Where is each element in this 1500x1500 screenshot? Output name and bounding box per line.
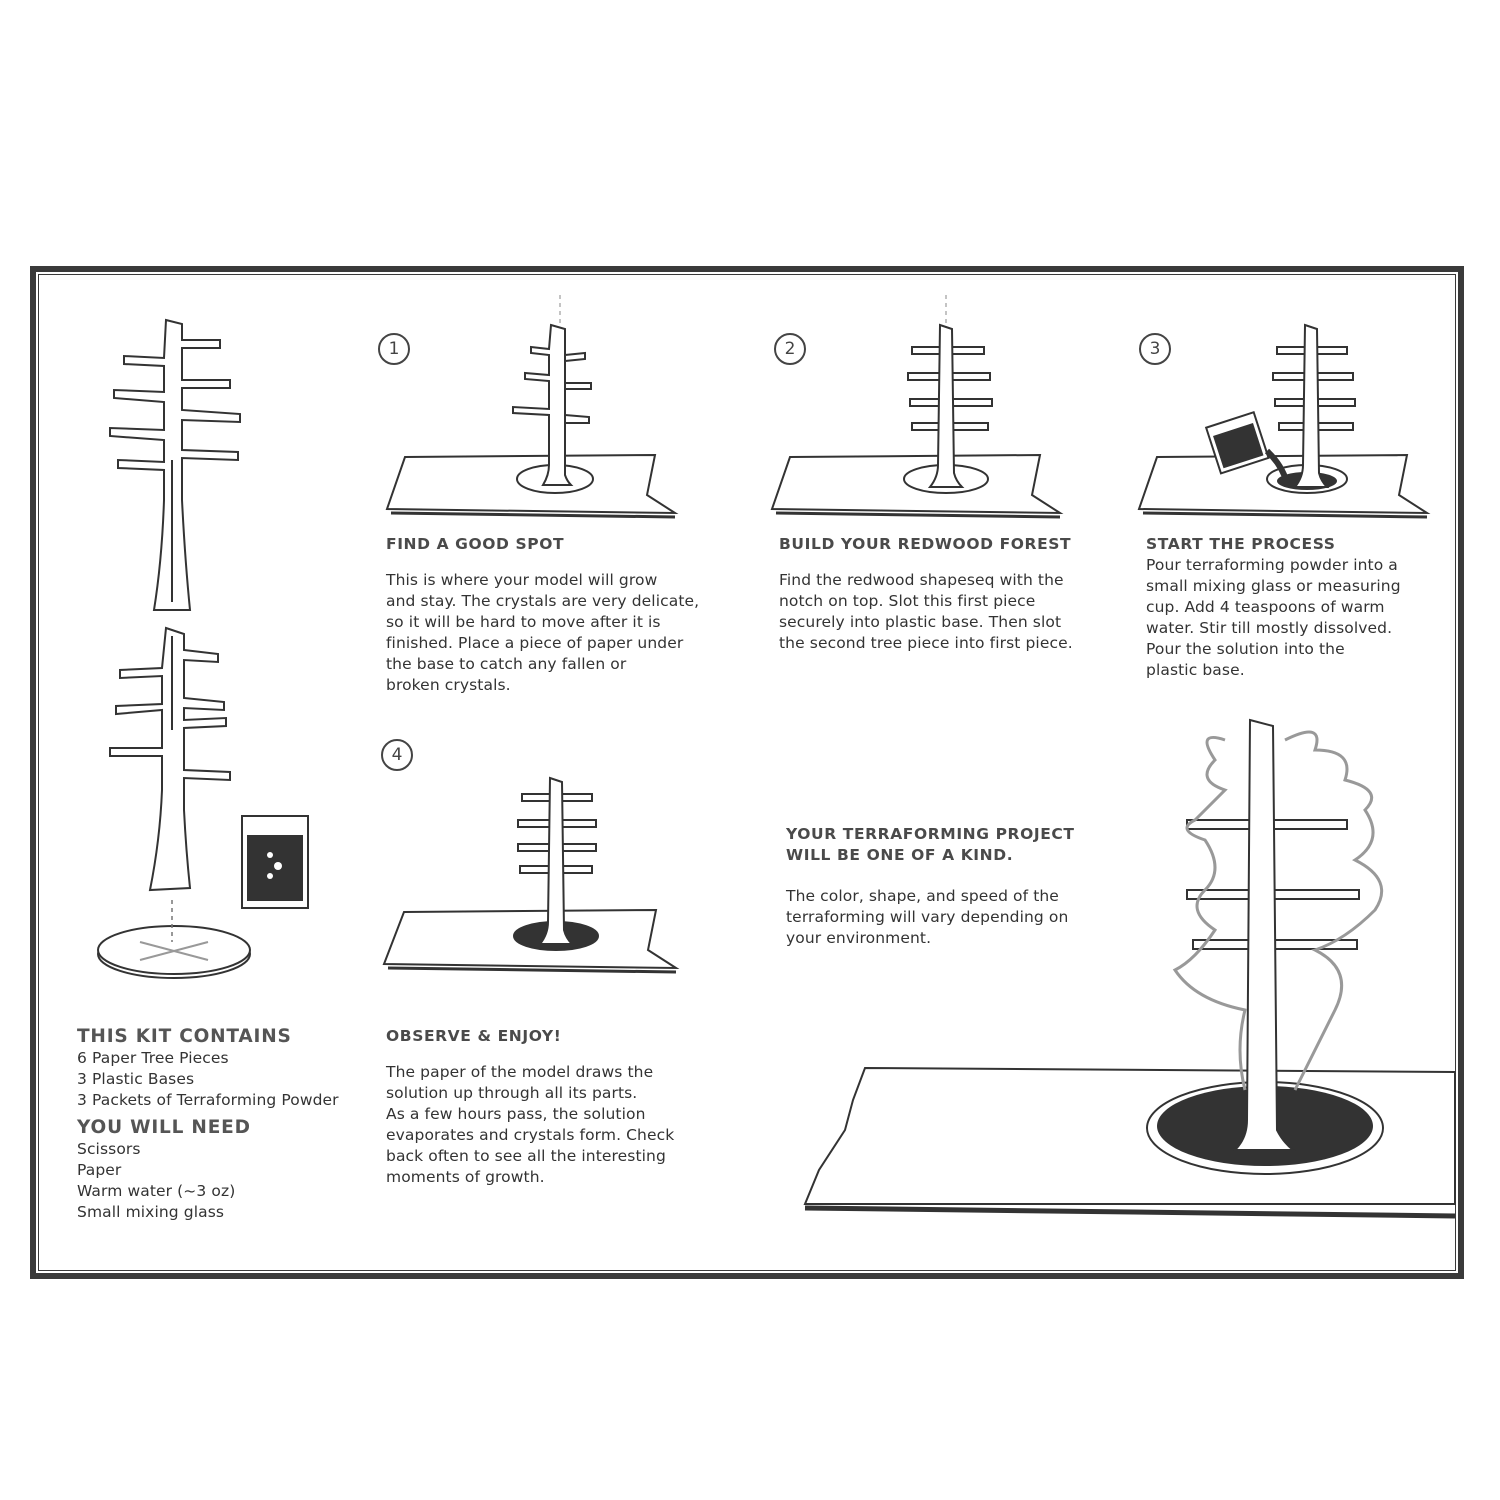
text-line: 3 Plastic Bases	[77, 1070, 195, 1088]
text-line: finished. Place a piece of paper under	[386, 634, 684, 652]
text-line: the base to catch any fallen or	[386, 655, 627, 673]
text-line: solution up through all its parts.	[386, 1084, 638, 1102]
text-line: moments of growth.	[386, 1168, 545, 1186]
step-3-illustration	[1137, 323, 1431, 519]
text-line: Pour the solution into the	[1146, 640, 1345, 658]
page-border	[30, 266, 1464, 1279]
text-line: The color, shape, and speed of the	[786, 887, 1059, 905]
text-line: evaporates and crystals form. Check	[386, 1126, 675, 1144]
text-line: WILL BE ONE OF A KIND.	[786, 846, 1014, 864]
text-line: your environment.	[786, 929, 932, 947]
project-text: YOUR TERRAFORMING PROJECT WILL BE ONE OF …	[786, 824, 1075, 949]
text-line: Pour terraforming powder into a	[1146, 556, 1398, 574]
text-line: Find the redwood shapeseq with the	[779, 571, 1064, 589]
step-3-title: START THE PROCESS	[1146, 535, 1336, 553]
text-line: water. Stir till mostly dissolved.	[1146, 619, 1393, 637]
step-3-number: 3	[1139, 333, 1171, 365]
step-2-body: Find the redwood shapeseq with the notch …	[779, 570, 1073, 654]
step-1-body: This is where your model will grow and st…	[386, 570, 699, 696]
step-4-illustration	[382, 776, 680, 974]
text-line: and stay. The crystals are very delicate…	[386, 592, 700, 610]
step-2-number: 2	[774, 333, 806, 365]
text-line: This is where your model will grow	[386, 571, 658, 589]
step-2-illustration	[770, 295, 1064, 519]
step-1-number: 1	[378, 333, 410, 365]
step-1-text: FIND A GOOD SPOT This is where your mode…	[386, 534, 699, 696]
step-4-number: 4	[381, 739, 413, 771]
text-line: so it will be hard to move after it is	[386, 613, 661, 631]
step-4-text: OBSERVE & ENJOY! The paper of the model …	[386, 1026, 674, 1188]
text-line: cup. Add 4 teaspoons of warm	[1146, 598, 1385, 616]
step-3-text: START THE PROCESS Pour terraforming powd…	[1146, 534, 1401, 681]
text-line: Scissors	[77, 1140, 141, 1158]
text-line: the second tree piece into first piece.	[779, 634, 1073, 652]
text-line: plastic base.	[1146, 661, 1245, 679]
project-title: YOUR TERRAFORMING PROJECT WILL BE ONE OF …	[786, 824, 1075, 866]
text-line: notch on top. Slot this first piece	[779, 592, 1036, 610]
page-inner-border	[38, 274, 1456, 1271]
kit-need-title: YOU WILL NEED	[77, 1117, 251, 1138]
kit-text: THIS KIT CONTAINS 6 Paper Tree Pieces 3 P…	[77, 1026, 339, 1223]
text-line: The paper of the model draws the	[386, 1063, 654, 1081]
text-line: securely into plastic base. Then slot	[779, 613, 1062, 631]
step-4-title: OBSERVE & ENJOY!	[386, 1027, 562, 1045]
kit-contains-title: THIS KIT CONTAINS	[77, 1026, 292, 1047]
text-line: Warm water (~3 oz)	[77, 1182, 236, 1200]
step-3-body: Pour terraforming powder into a small mix…	[1146, 555, 1401, 681]
text-line: broken crystals.	[386, 676, 511, 694]
step-4-body: The paper of the model draws the solution…	[386, 1062, 674, 1188]
text-line: back often to see all the interesting	[386, 1147, 666, 1165]
kit-parts-illustration	[97, 318, 309, 979]
finished-tree-illustration	[803, 718, 1456, 1219]
text-line: 6 Paper Tree Pieces	[77, 1049, 229, 1067]
step-1-illustration	[385, 295, 679, 519]
text-line: small mixing glass or measuring	[1146, 577, 1401, 595]
text-line: terraforming will vary depending on	[786, 908, 1069, 926]
text-line: Small mixing glass	[77, 1203, 225, 1221]
text-line: Paper	[77, 1161, 122, 1179]
step-2-text: BUILD YOUR REDWOOD FOREST Find the redwo…	[779, 534, 1073, 654]
text-line: As a few hours pass, the solution	[386, 1105, 646, 1123]
text-line: YOUR TERRAFORMING PROJECT	[786, 825, 1075, 843]
project-body: The color, shape, and speed of the terraf…	[786, 886, 1075, 949]
step-2-title: BUILD YOUR REDWOOD FOREST	[779, 535, 1072, 553]
kit-contains-list: 6 Paper Tree Pieces 3 Plastic Bases 3 Pack…	[77, 1048, 339, 1111]
text-line: 3 Packets of Terraforming Powder	[77, 1091, 339, 1109]
step-1-title: FIND A GOOD SPOT	[386, 535, 565, 553]
